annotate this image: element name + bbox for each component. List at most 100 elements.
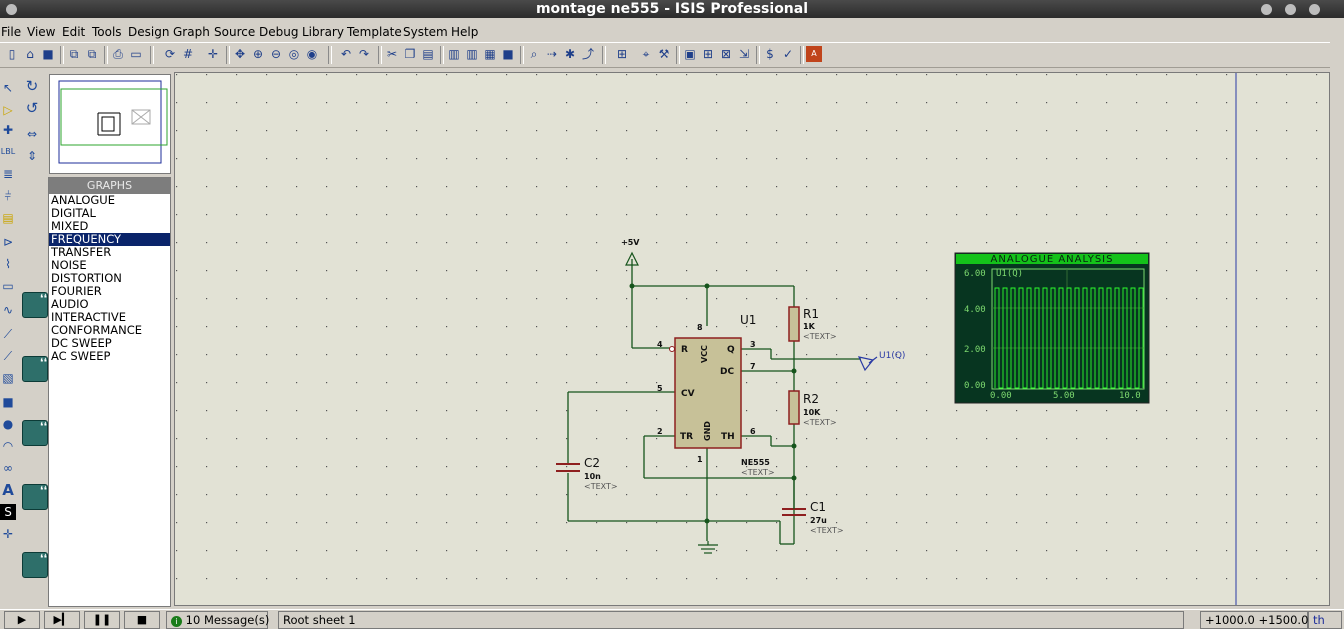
new-file-icon[interactable]: ▯: [8, 47, 16, 61]
arc-2d-icon[interactable]: ◠: [2, 439, 14, 453]
mirror-x-icon[interactable]: ⇔: [26, 127, 38, 141]
stop-button[interactable]: ■: [124, 611, 160, 629]
circle-2d-icon[interactable]: ●: [2, 417, 14, 431]
overview-window[interactable]: [49, 74, 171, 174]
decompose-icon[interactable]: ⤴: [581, 47, 594, 61]
sidebar-tab-icon[interactable]: ❛❛: [22, 552, 48, 578]
pick-device-icon[interactable]: ⌕: [530, 47, 538, 61]
generator-icon[interactable]: ∿: [2, 303, 14, 317]
menu-source[interactable]: Source: [214, 25, 256, 39]
bus-icon[interactable]: ⫩: [4, 189, 12, 203]
schematic-canvas[interactable]: +5V U1 R VCC Q DC CV TR GND TH 4 8 3 7 5…: [174, 72, 1330, 606]
menu-help[interactable]: Help: [451, 25, 479, 39]
subcircuit-icon[interactable]: ▤: [2, 211, 14, 225]
property-tool-icon[interactable]: ⚒: [658, 47, 670, 61]
menu-debug[interactable]: Debug: [259, 25, 299, 39]
sidebar-tab-icon[interactable]: ❛❛: [22, 356, 48, 382]
menu-library[interactable]: Library: [302, 25, 344, 39]
graph-type-noise[interactable]: NOISE: [51, 258, 87, 272]
graph-mode-icon[interactable]: ⌇: [5, 257, 11, 271]
pan-icon[interactable]: ✥: [234, 47, 246, 61]
component-mode-icon[interactable]: ▷: [3, 103, 13, 117]
goto-sheet-icon[interactable]: ⇲: [738, 47, 750, 61]
wire-label-icon[interactable]: LBL: [0, 147, 16, 156]
pause-button[interactable]: ❚❚: [84, 611, 120, 629]
block-copy-icon[interactable]: ▥: [448, 47, 460, 61]
origin-icon[interactable]: ✛: [207, 47, 219, 61]
text-2d-icon[interactable]: A: [2, 481, 14, 499]
graph-type-dc-sweep[interactable]: DC SWEEP: [51, 336, 112, 350]
close-icon[interactable]: [1309, 4, 1320, 15]
rotate-ccw-icon[interactable]: ↺: [25, 99, 39, 117]
graph-type-distortion[interactable]: DISTORTION: [51, 271, 122, 285]
step-button[interactable]: ▶▎: [44, 611, 80, 629]
menu-edit[interactable]: Edit: [62, 25, 86, 39]
tape-recorder-icon[interactable]: ▭: [2, 279, 14, 293]
graph-type-fourier[interactable]: FOURIER: [51, 284, 102, 298]
symbol-2d-icon[interactable]: S: [0, 504, 16, 520]
grid-icon[interactable]: #: [182, 47, 194, 61]
text-script-icon[interactable]: ≣: [2, 167, 14, 181]
save-icon[interactable]: ■: [42, 47, 54, 61]
block-rotate-icon[interactable]: ▦: [484, 47, 496, 61]
zoom-in-icon[interactable]: ⊕: [252, 47, 264, 61]
copy-icon[interactable]: ❐: [404, 47, 416, 61]
sidebar-tab-icon[interactable]: ❛❛: [22, 292, 48, 318]
redo-icon[interactable]: ↷: [358, 47, 370, 61]
zoom-out-icon[interactable]: ⊖: [270, 47, 282, 61]
ne555-body[interactable]: [674, 337, 742, 449]
search-tag-icon[interactable]: ⌖: [642, 47, 650, 61]
new-sheet-icon[interactable]: ▣: [684, 47, 696, 61]
make-device-icon[interactable]: ⇢: [546, 47, 558, 61]
packaging-tool-icon[interactable]: ✱: [564, 47, 576, 61]
mirror-y-icon[interactable]: ⇕: [26, 149, 38, 163]
current-probe-icon[interactable]: ⟋: [3, 349, 13, 363]
bill-of-materials-icon[interactable]: $: [766, 47, 774, 61]
menu-design[interactable]: Design: [128, 25, 170, 39]
electrical-check-icon[interactable]: ✓: [782, 47, 794, 61]
graph-type-frequency[interactable]: FREQUENCY: [49, 233, 170, 246]
block-delete-icon[interactable]: ■: [502, 47, 514, 61]
export-icon[interactable]: ⧉: [87, 47, 97, 61]
marker-2d-icon[interactable]: ✛: [2, 527, 14, 541]
wire-autorouter-icon[interactable]: ⊞: [616, 47, 628, 61]
window-menu-icon[interactable]: [6, 4, 17, 15]
messages-field[interactable]: i 10 Message(s): [166, 611, 269, 629]
junction-dot-icon[interactable]: ✚: [2, 123, 14, 137]
graph-type-transfer[interactable]: TRANSFER: [51, 245, 112, 259]
sidebar-tab-icon[interactable]: ❛❛: [22, 484, 48, 510]
play-button[interactable]: ▶: [4, 611, 40, 629]
graph-type-audio[interactable]: AUDIO: [51, 297, 89, 311]
analogue-analysis-graph[interactable]: ANALOGUE ANALYSIS 6.00 4.00 2.00 0.00 0.…: [954, 252, 1150, 404]
menu-template[interactable]: Template: [347, 25, 402, 39]
menu-tools[interactable]: Tools: [92, 25, 122, 39]
paste-icon[interactable]: ▤: [422, 47, 434, 61]
graph-type-conformance[interactable]: CONFORMANCE: [51, 323, 143, 337]
maximize-icon[interactable]: [1285, 4, 1296, 15]
resistor-r2[interactable]: [788, 390, 800, 425]
terminals-icon[interactable]: ⊳: [2, 235, 14, 249]
units-field[interactable]: th: [1308, 611, 1342, 629]
box-2d-icon[interactable]: ■: [2, 395, 14, 409]
menu-graph[interactable]: Graph: [173, 25, 210, 39]
menu-view[interactable]: View: [27, 25, 56, 39]
path-2d-icon[interactable]: ∞: [3, 461, 13, 475]
resistor-r1[interactable]: [788, 306, 800, 342]
graph-type-analogue[interactable]: ANALOGUE: [51, 193, 115, 207]
block-move-icon[interactable]: ▥: [466, 47, 478, 61]
ares-icon[interactable]: A: [806, 46, 822, 62]
refresh-icon[interactable]: ⟳: [164, 47, 176, 61]
rotate-cw-icon[interactable]: ↻: [25, 77, 39, 95]
menu-system[interactable]: System: [403, 25, 448, 39]
capacitor-c2[interactable]: [556, 463, 580, 472]
cut-icon[interactable]: ✂: [386, 47, 398, 61]
undo-icon[interactable]: ↶: [340, 47, 352, 61]
zoom-area-icon[interactable]: ◉: [306, 47, 318, 61]
menu-file[interactable]: File: [1, 25, 22, 39]
graph-type-digital[interactable]: DIGITAL: [51, 206, 96, 220]
virtual-instrument-icon[interactable]: ▧: [2, 371, 14, 385]
voltage-probe-icon[interactable]: ⟋: [3, 327, 13, 341]
add-sheet-icon[interactable]: ⊞: [702, 47, 714, 61]
sidebar-tab-icon[interactable]: ❛❛: [22, 420, 48, 446]
zoom-all-icon[interactable]: ◎: [288, 47, 300, 61]
